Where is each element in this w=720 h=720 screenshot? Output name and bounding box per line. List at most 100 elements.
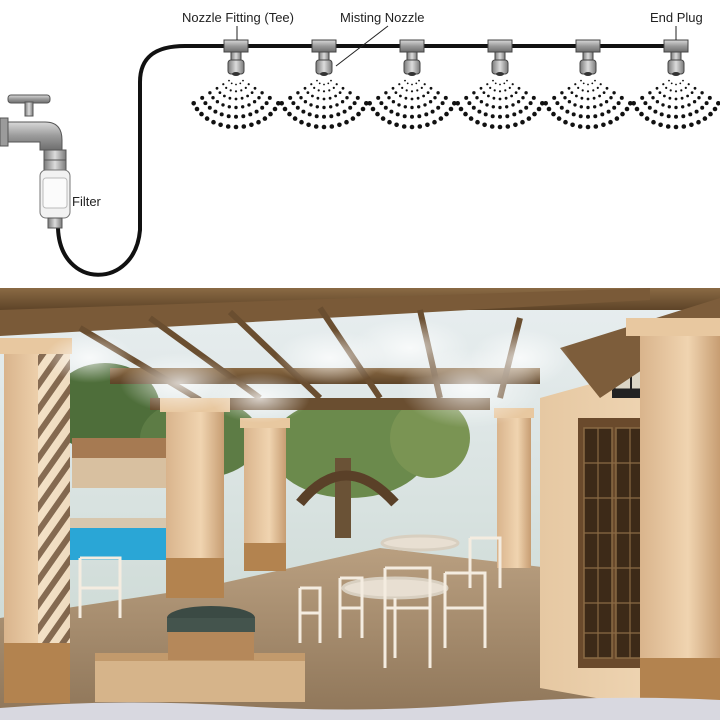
- misting-nozzle-leader: [335, 25, 389, 67]
- misting-nozzle-icon: [491, 59, 509, 75]
- nozzle-orifice: [320, 72, 328, 76]
- spray-dot: [299, 119, 304, 125]
- spray-dot: [436, 91, 440, 95]
- spray-dot: [680, 96, 684, 100]
- spray-dot: [307, 112, 312, 117]
- spray-dot: [398, 83, 401, 86]
- spray-dot: [332, 86, 335, 89]
- spray-dot: [311, 94, 314, 98]
- spray-dot: [482, 122, 487, 128]
- spray-dot: [510, 94, 513, 98]
- spray-dot: [679, 82, 682, 85]
- spray-dot: [494, 82, 497, 85]
- spray-dot: [389, 109, 394, 114]
- spray-dot: [609, 96, 613, 100]
- misting-nozzle-icon: [403, 59, 421, 75]
- spray-dot: [546, 106, 552, 112]
- nozzle-unit: [543, 39, 633, 130]
- spray-dot: [276, 101, 281, 106]
- spray-dot: [428, 100, 433, 104]
- spray-dot: [429, 86, 433, 90]
- fitting-stem: [582, 51, 594, 61]
- spray-dot: [681, 105, 685, 109]
- spray-dot: [256, 119, 261, 125]
- mist-plumes: [45, 318, 570, 428]
- spray-dot: [458, 106, 464, 112]
- spray-dot: [306, 122, 311, 128]
- spray-dot: [524, 105, 529, 110]
- spray-dot: [579, 105, 583, 109]
- spray-dot: [306, 91, 310, 94]
- spray-dot: [234, 97, 238, 101]
- spray-dot: [491, 105, 495, 109]
- spray-dot: [264, 101, 269, 106]
- spray-dot: [432, 119, 437, 125]
- spray-dot: [577, 124, 583, 129]
- spray-dot: [628, 101, 633, 106]
- spray-dot: [659, 112, 664, 117]
- spray-dot: [489, 124, 495, 129]
- fitting-stem: [406, 51, 418, 61]
- spray-dot: [587, 83, 589, 86]
- spray-dot: [296, 91, 300, 95]
- spray-dot: [219, 112, 224, 117]
- end-plug-fitting: [663, 39, 689, 53]
- spray-dot: [681, 114, 686, 119]
- spray-dot: [367, 101, 373, 106]
- spray-dot: [223, 94, 226, 98]
- spray-dot: [556, 116, 562, 121]
- spray-dot: [215, 86, 219, 90]
- spray-dot: [403, 105, 407, 109]
- spray-dot: [563, 119, 568, 125]
- spray-dot: [329, 124, 335, 129]
- spray-dot: [586, 105, 590, 110]
- spray-dot: [504, 96, 508, 100]
- spray-dot: [244, 86, 247, 89]
- nozzle-array: [191, 39, 720, 130]
- spray-dot: [643, 101, 648, 106]
- spray-dot: [492, 79, 494, 82]
- spray-dot: [472, 91, 476, 95]
- spray-dot: [702, 116, 708, 121]
- spray-dot: [204, 116, 210, 121]
- spray-dot: [322, 114, 326, 119]
- spray-dot: [410, 90, 414, 93]
- fitting-stem: [230, 51, 242, 61]
- spray-dot: [612, 105, 617, 110]
- spray-dot: [316, 79, 318, 82]
- spray-dot: [612, 91, 616, 95]
- spray-dot: [674, 97, 678, 101]
- spray-dot: [658, 122, 663, 128]
- spray-dot: [680, 89, 683, 92]
- spray-dot: [328, 96, 332, 100]
- spray-dot: [318, 82, 321, 85]
- spray-dot: [498, 97, 502, 101]
- spray-dot: [288, 95, 293, 100]
- spray-dot: [249, 122, 254, 128]
- spray-dot: [687, 83, 690, 86]
- spray-dot: [315, 105, 319, 109]
- spray-dot: [417, 124, 423, 129]
- spray-dot: [601, 122, 606, 128]
- spray-dot: [512, 112, 517, 117]
- spray-dot: [424, 112, 429, 117]
- spray-dot: [438, 116, 444, 121]
- spray-dot: [663, 94, 666, 98]
- spray-dot: [690, 91, 694, 94]
- spray-dot: [426, 91, 430, 94]
- spray-dot: [226, 114, 231, 119]
- spray-dot: [370, 106, 376, 112]
- spray-dot: [665, 124, 671, 129]
- spray-dot: [492, 96, 496, 100]
- tee-fitting: [487, 39, 513, 53]
- spray-dot: [555, 101, 560, 106]
- spray-dot: [681, 124, 687, 129]
- spray-dot: [577, 86, 580, 89]
- spray-dot: [240, 96, 244, 100]
- spray-dot: [669, 89, 672, 92]
- spray-dot: [394, 122, 399, 128]
- spray-dot: [352, 101, 357, 106]
- spray-dot: [404, 79, 406, 82]
- spray-dot: [666, 114, 671, 119]
- spray-dot: [416, 89, 419, 92]
